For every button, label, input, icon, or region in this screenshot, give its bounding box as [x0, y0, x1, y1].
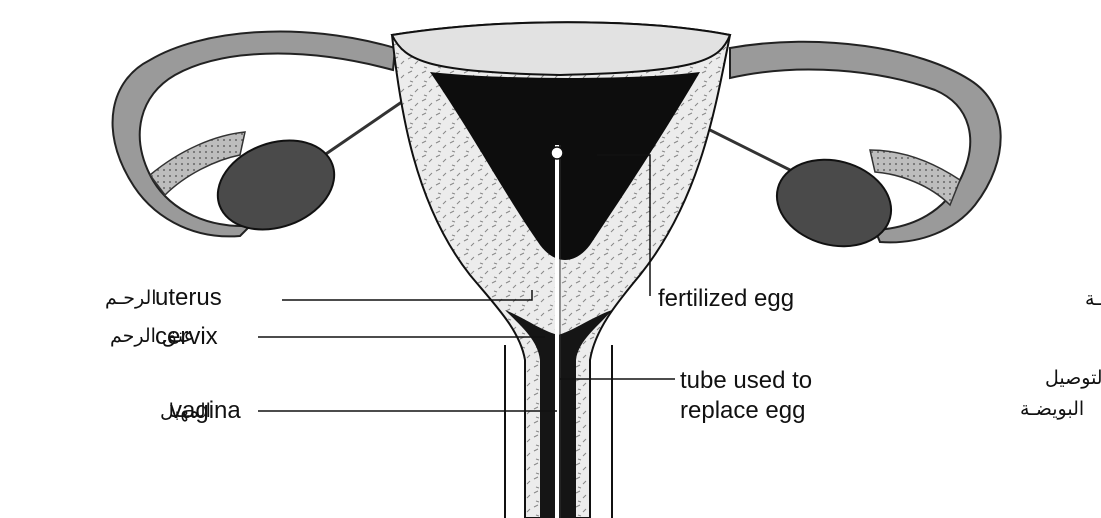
tube-label-ar-line1: أنبوبة لتوصيل [1045, 365, 1101, 389]
left-ovarian-ligament [320, 95, 412, 158]
fertilized-egg-label-ar: البويضة المخصبـة [1085, 288, 1101, 310]
fertilized-egg [551, 147, 563, 159]
vagina-label-ar: المهبل [160, 400, 211, 422]
cervix-label-ar: عنق الرحم [110, 325, 195, 347]
tube-label-line2: replace egg [680, 397, 805, 424]
uterus-label: uterus [155, 284, 222, 311]
right-ovarian-ligament [700, 125, 800, 175]
uterus-fundus [392, 22, 730, 75]
tube-label-line1: tube used to [680, 367, 812, 394]
fertilized-egg-label: fertilized egg [658, 285, 794, 312]
tube-label-ar-line2: البويضـة [1020, 398, 1084, 420]
uterus-label-ar: الرحـم [105, 287, 157, 309]
